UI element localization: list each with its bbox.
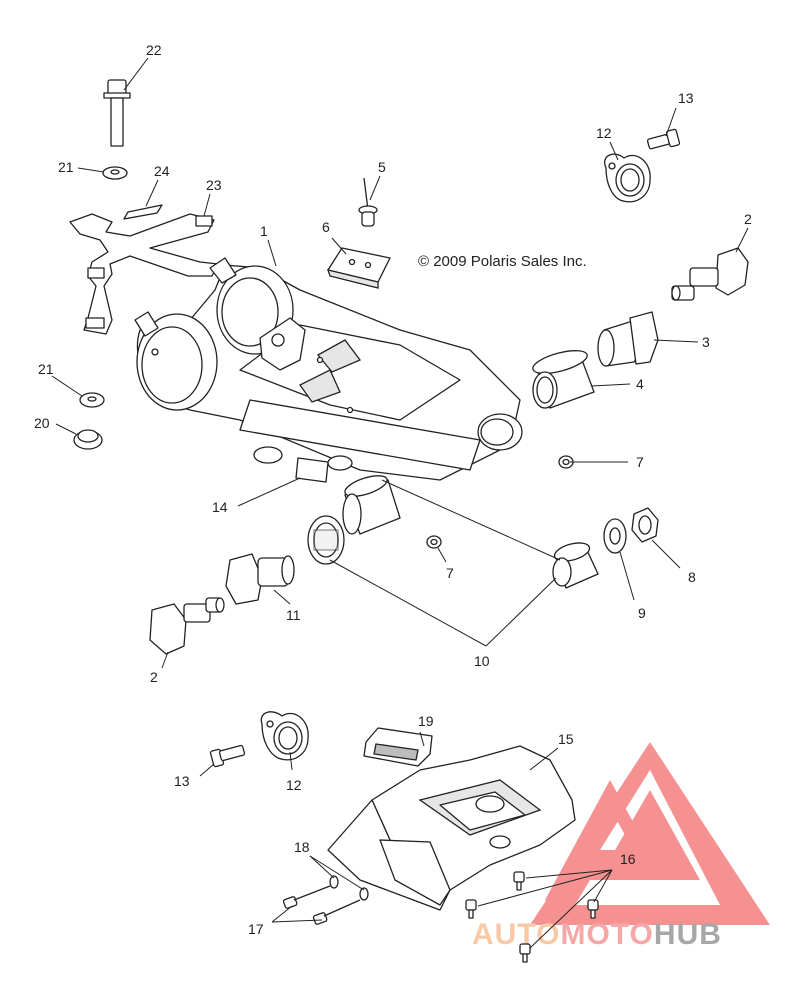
- callout-7: 7: [636, 454, 644, 470]
- svg-text:AUTOMOTOHUB: AUTOMOTOHUB: [472, 918, 722, 951]
- part-1-swingarm: [134, 257, 523, 481]
- part-2-pivot-shaft-upper: [671, 247, 749, 301]
- part-14-label-plate: [295, 457, 329, 483]
- part-24-plate: [123, 204, 163, 220]
- callout-21: 21: [38, 361, 54, 377]
- callout-20: 20: [34, 415, 50, 431]
- callout-10: 10: [474, 653, 490, 669]
- callout-14: 14: [212, 499, 228, 515]
- callout-2: 2: [150, 669, 158, 685]
- part-18-washer-a: [329, 875, 339, 889]
- callout-11: 11: [286, 607, 301, 623]
- part-tube-middle: [342, 475, 401, 535]
- part-9-washer: [603, 518, 627, 554]
- copyright-text: © 2009 Polaris Sales Inc.: [418, 253, 587, 270]
- callout-16: 16: [620, 851, 636, 867]
- callout-3: 3: [702, 334, 710, 350]
- part-19-pad: [363, 727, 433, 767]
- callout-6: 6: [322, 219, 330, 235]
- part-13-bolt-upper: [646, 128, 681, 150]
- callout-7: 7: [446, 565, 454, 581]
- part-11-eccentric: [225, 553, 295, 605]
- callout-8: 8: [688, 569, 696, 585]
- part-15-skid-plate: [327, 745, 576, 911]
- callout-1: 1: [260, 223, 268, 239]
- callout-5: 5: [378, 159, 386, 175]
- part-7-clip-lower: [426, 535, 442, 549]
- part-3-bushing: [597, 311, 659, 367]
- automotohub-logo: AUTOMOTOHUB: [472, 742, 770, 951]
- logo-text-hub: HUB: [654, 918, 722, 951]
- part-12-flange-upper: [604, 153, 651, 203]
- logo-text-auto: AUTO: [472, 918, 560, 951]
- part-17-bolt-b: [312, 899, 361, 925]
- logo-triangle: [530, 742, 770, 925]
- callout-12: 12: [596, 125, 612, 141]
- part-16-bolts: [465, 871, 599, 963]
- part-4-sleeve: [532, 350, 595, 409]
- callout-17: 17: [248, 921, 264, 937]
- callout-13: 13: [678, 90, 694, 106]
- part-20-nut: [73, 429, 103, 450]
- callout-21: 21: [58, 159, 74, 175]
- callout-12: 12: [286, 777, 302, 793]
- part-5-rivet: [358, 177, 378, 227]
- logo-triangle-inner: [545, 780, 665, 900]
- part-13-bolt-lower: [209, 744, 246, 768]
- logo-text-moto: MOTO: [560, 918, 653, 951]
- part-12-flange-lower: [260, 711, 309, 761]
- callout-23: 23: [206, 177, 222, 193]
- callout-9: 9: [638, 605, 646, 621]
- part-22-bolt: [103, 79, 131, 147]
- callout-24: 24: [154, 163, 170, 179]
- callouts: 22 13 12 21 24 5 23 2 6 1 3 21 4 20 7 14…: [34, 42, 752, 937]
- callout-13: 13: [174, 773, 190, 789]
- callout-19: 19: [418, 713, 434, 729]
- part-18-washer-b: [359, 887, 369, 901]
- callout-2: 2: [744, 211, 752, 227]
- callout-18: 18: [294, 839, 310, 855]
- part-10-bearing: [307, 515, 345, 565]
- callout-15: 15: [558, 731, 574, 747]
- part-10-bushing: [552, 542, 599, 589]
- callout-22: 22: [146, 42, 162, 58]
- part-2-pivot-shaft-lower: [149, 597, 225, 655]
- part-17-bolt-a: [282, 885, 331, 909]
- part-8-nut: [631, 507, 659, 543]
- leader-lines: [51, 57, 749, 949]
- callout-4: 4: [636, 376, 644, 392]
